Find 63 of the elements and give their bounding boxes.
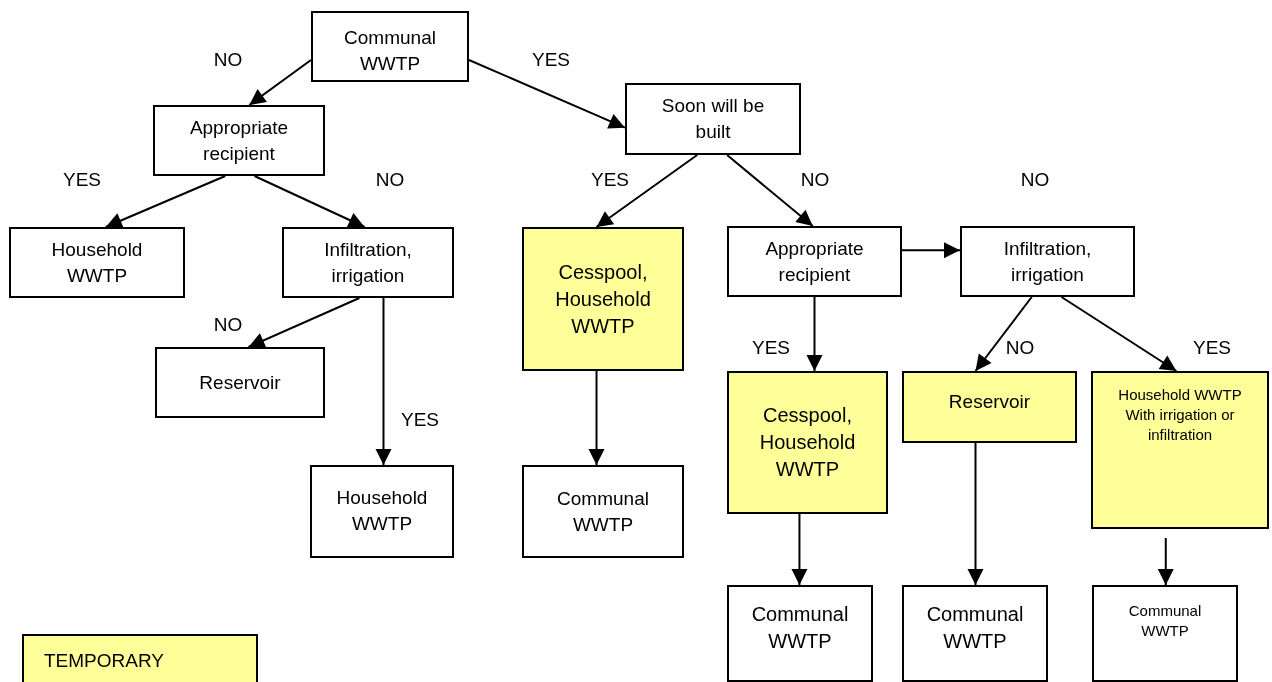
node-text: Communal WWTP <box>750 602 850 654</box>
edge-label: NO <box>800 169 830 191</box>
node-text: Reservoir <box>948 390 1031 414</box>
process-box <box>727 585 873 682</box>
arrow <box>726 154 814 227</box>
node-text: Soon will be built <box>660 94 766 144</box>
arrow <box>247 297 361 348</box>
edge-label: YES <box>63 169 101 191</box>
arrow <box>595 154 699 228</box>
edge-label: NO <box>375 169 405 191</box>
arrow <box>104 175 227 229</box>
arrow <box>791 513 808 586</box>
node-text: Infiltration, irrigation <box>1002 237 1093 287</box>
process-box <box>153 105 325 176</box>
process-box <box>902 371 1077 443</box>
node-text: Household WWTP <box>50 238 144 288</box>
node-text: Appropriate recipient <box>764 237 865 287</box>
arrow <box>248 59 312 106</box>
edge-label: YES <box>752 337 790 359</box>
process-box <box>1091 371 1269 529</box>
process-box <box>960 226 1135 297</box>
node-text: Infiltration, irrigation <box>323 238 413 288</box>
process-box <box>1092 585 1238 682</box>
arrow <box>1157 537 1174 586</box>
process-box <box>311 11 469 82</box>
node-text: Communal WWTP <box>1127 601 1203 641</box>
legend-text: TEMPORARY <box>44 650 164 672</box>
edge-label: YES <box>1193 337 1231 359</box>
process-box <box>9 227 185 298</box>
edge-label: NO <box>1020 169 1050 191</box>
node-text: Household WWTP With irrigation or infiltration <box>1117 385 1243 445</box>
edge-label: YES <box>532 49 570 71</box>
edge-label: YES <box>401 409 439 431</box>
arrow <box>974 296 1033 372</box>
arrow <box>967 442 984 586</box>
edge-label: YES <box>591 169 629 191</box>
edge-label: NO <box>213 314 243 336</box>
process-box <box>310 465 454 558</box>
node-text: Communal WWTP <box>556 486 650 537</box>
arrow <box>588 370 605 466</box>
edge-label: NO <box>1005 337 1035 359</box>
process-box <box>522 465 684 558</box>
arrow <box>375 297 392 466</box>
process-box <box>727 226 902 297</box>
node-text: Cesspool, Household WWTP <box>758 403 857 482</box>
arrow <box>806 296 823 372</box>
arrow <box>1060 296 1178 372</box>
process-box <box>727 371 888 514</box>
node-text: Cesspool, Household WWTP <box>554 259 652 339</box>
node-text: Communal WWTP <box>343 26 437 76</box>
process-box <box>155 347 325 418</box>
process-box <box>625 83 801 155</box>
arrow <box>253 175 366 228</box>
process-box <box>902 585 1048 682</box>
process-box <box>522 227 684 371</box>
process-box <box>282 227 454 298</box>
node-text: Communal WWTP <box>925 602 1025 654</box>
node-text: Household WWTP <box>335 486 429 536</box>
node-text: Appropriate recipient <box>188 116 290 166</box>
arrow <box>901 242 961 259</box>
node-text: Reservoir <box>199 370 281 395</box>
arrow <box>468 59 626 129</box>
edge-label: NO <box>213 49 243 71</box>
